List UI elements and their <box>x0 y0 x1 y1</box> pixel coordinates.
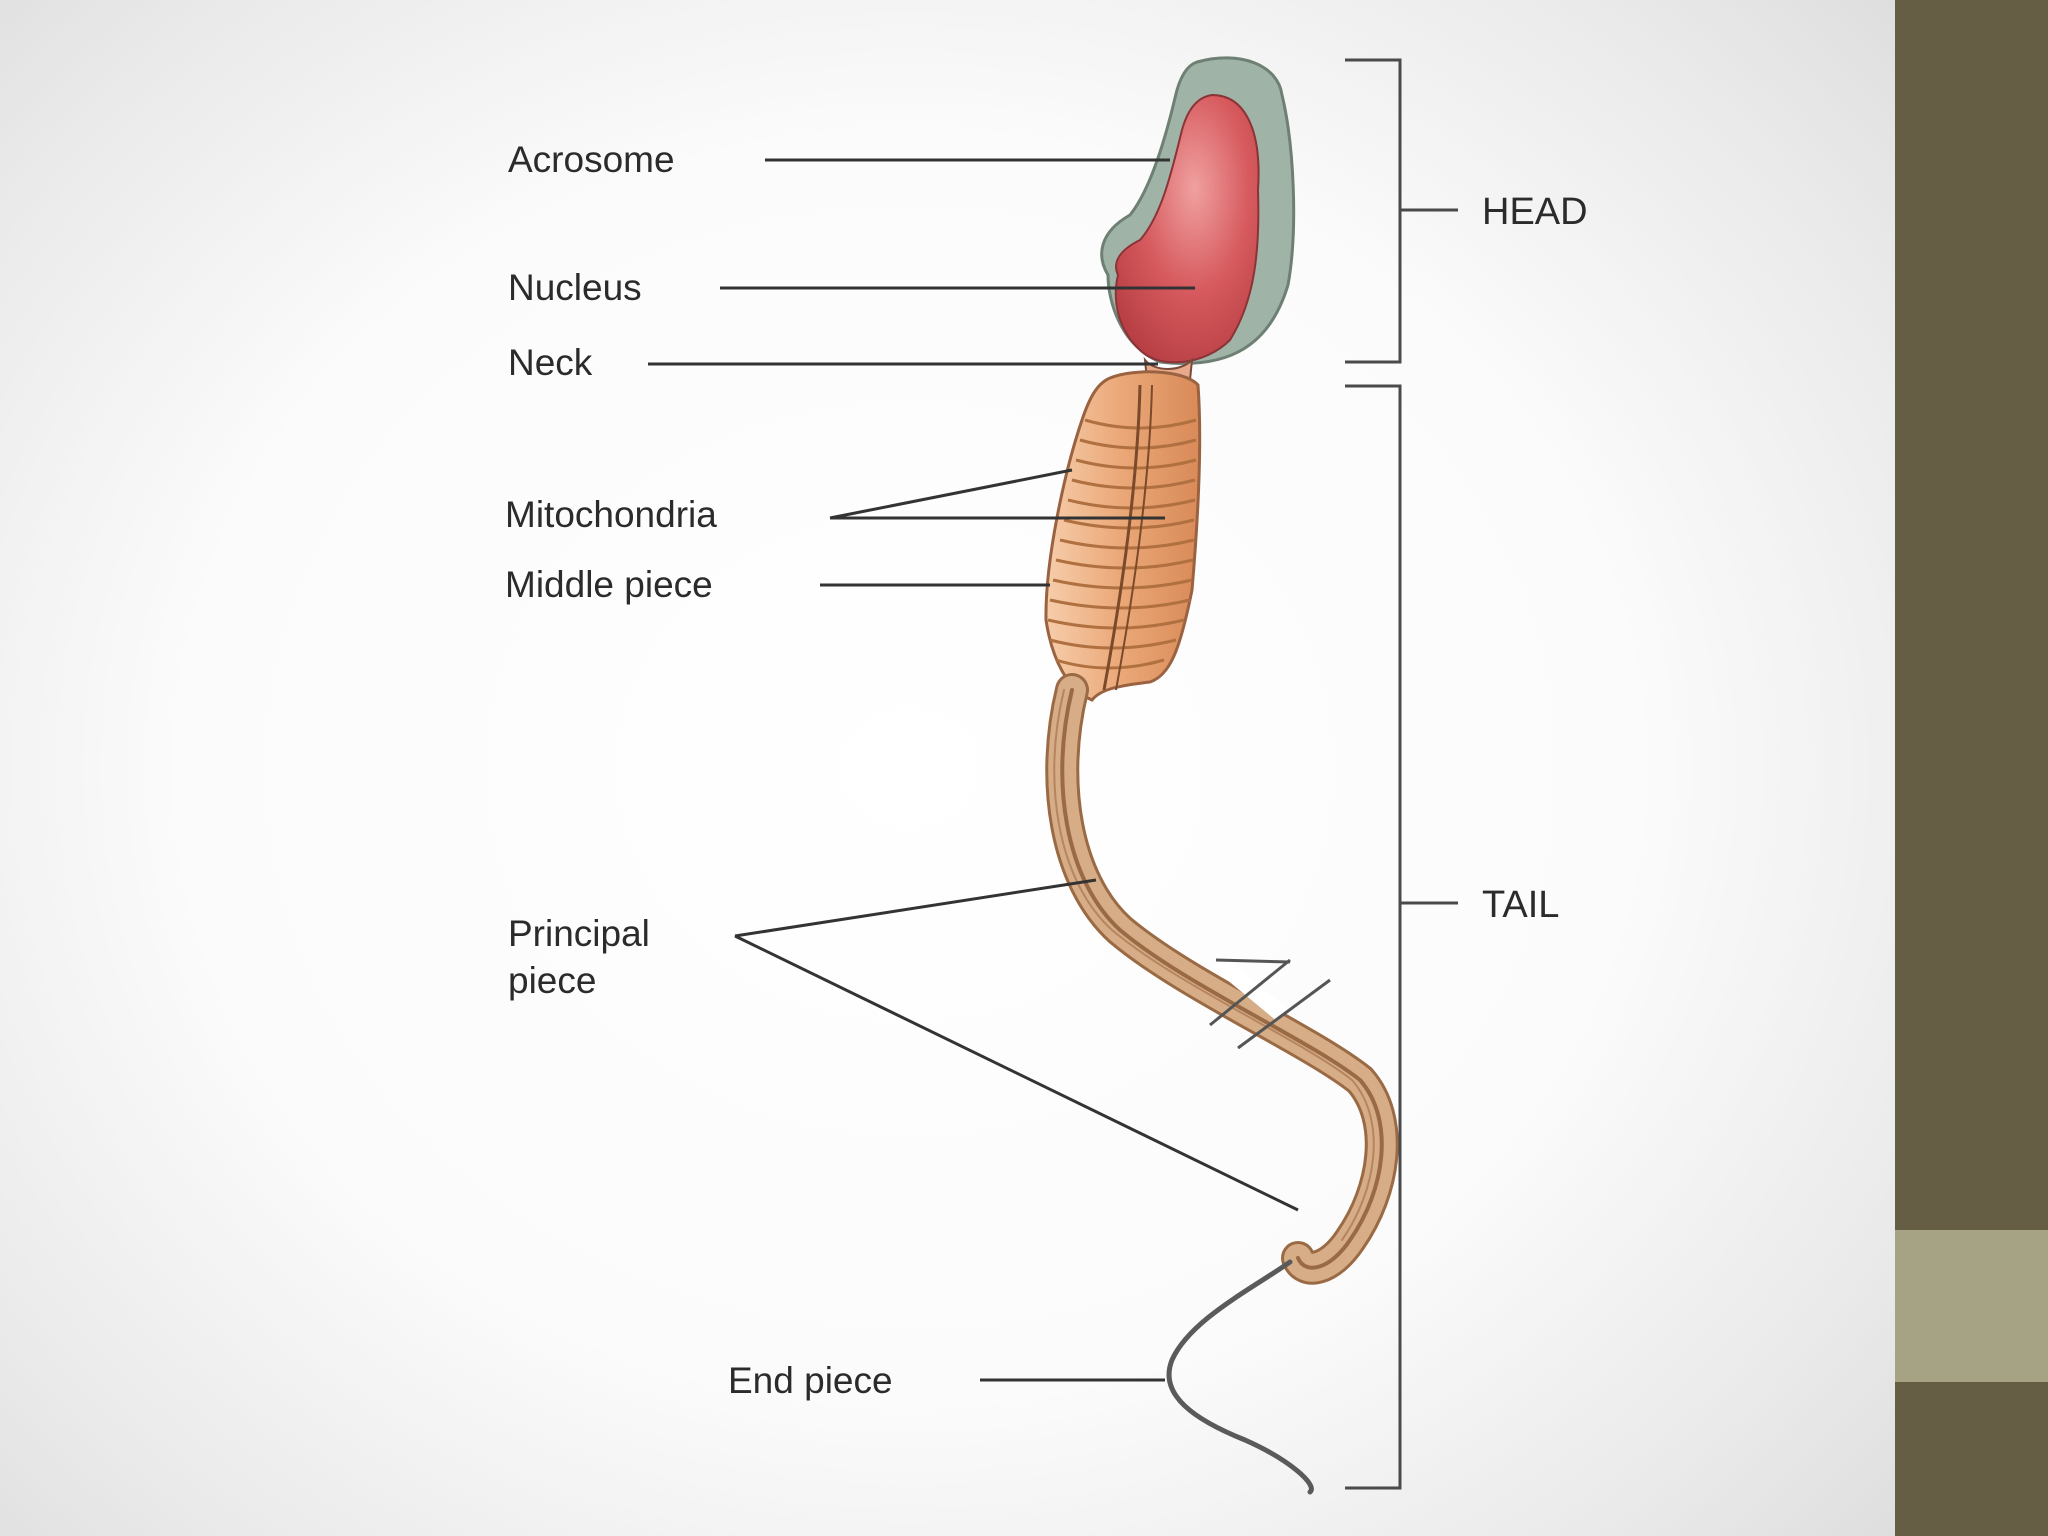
label-tail-region: TAIL <box>1482 884 1559 926</box>
principal-piece-shape <box>1045 673 1399 1285</box>
label-mitochondria: Mitochondria <box>505 494 717 535</box>
axoneme-core-inner <box>1115 384 1153 691</box>
head-bracket <box>1345 58 1458 364</box>
label-nucleus: Nucleus <box>508 267 642 308</box>
sidebar-band-top <box>1895 0 2048 1230</box>
leader-lines <box>648 158 1299 1382</box>
tail-break-mark <box>1209 955 1331 1050</box>
label-middle-piece: Middle piece <box>505 564 713 605</box>
label-neck: Neck <box>508 342 593 383</box>
axoneme-core <box>1102 384 1142 691</box>
label-head-region: HEAD <box>1482 191 1588 233</box>
nucleus-shape <box>1114 93 1260 364</box>
tail-bracket <box>1345 384 1458 1490</box>
sidebar-band-middle <box>1895 1230 2048 1382</box>
end-piece-shape <box>1166 1259 1314 1495</box>
label-acrosome: Acrosome <box>508 139 675 180</box>
sidebar-band-bottom <box>1895 1382 2048 1536</box>
label-principal-piece-line2: piece <box>508 960 596 1001</box>
slide-background <box>0 0 1895 1536</box>
label-principal-piece-line1: Principal <box>508 913 650 954</box>
label-end-piece: End piece <box>728 1360 893 1401</box>
